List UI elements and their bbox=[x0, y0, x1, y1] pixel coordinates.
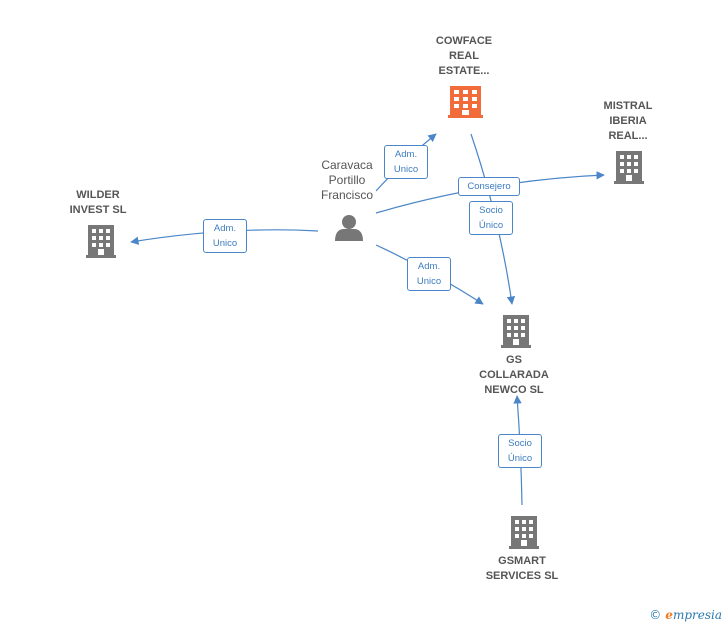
building-icon bbox=[86, 225, 116, 258]
brand-name: mpresia bbox=[672, 608, 722, 622]
building-icon bbox=[509, 516, 539, 549]
node-gs-collarada-label[interactable]: GS COLLARADA NEWCO SL bbox=[479, 354, 549, 396]
edge-label-socio-cowface-gs: Socio Único bbox=[469, 201, 513, 235]
brand-initial: e bbox=[665, 608, 673, 622]
node-mistral-label[interactable]: MISTRAL IBERIA REAL... bbox=[603, 100, 653, 142]
person-icon bbox=[335, 215, 363, 241]
building-icon bbox=[614, 151, 644, 184]
edge-label-adm-wilder: Adm. Unico bbox=[203, 219, 247, 253]
node-wilder-label[interactable]: WILDER INVEST SL bbox=[69, 189, 127, 216]
node-gsmart-label[interactable]: GSMART SERVICES SL bbox=[485, 555, 559, 582]
edge-label-socio-gsmart-gs: Socio Único bbox=[498, 434, 542, 468]
edge-label-consejero-mistral: Consejero bbox=[458, 177, 520, 196]
brand-logo: ©empresia bbox=[649, 608, 722, 622]
copyright-icon: © bbox=[649, 608, 662, 622]
edge-label-adm-cowface: Adm. Unico bbox=[384, 145, 428, 179]
node-cowface-label[interactable]: COWFACE REAL ESTATE... bbox=[435, 35, 493, 77]
edge-label-adm-gs: Adm. Unico bbox=[407, 257, 451, 291]
building-icon bbox=[448, 86, 483, 118]
building-icon bbox=[501, 315, 531, 348]
node-person-label[interactable]: Caravaca Portillo Francisco bbox=[320, 158, 373, 202]
